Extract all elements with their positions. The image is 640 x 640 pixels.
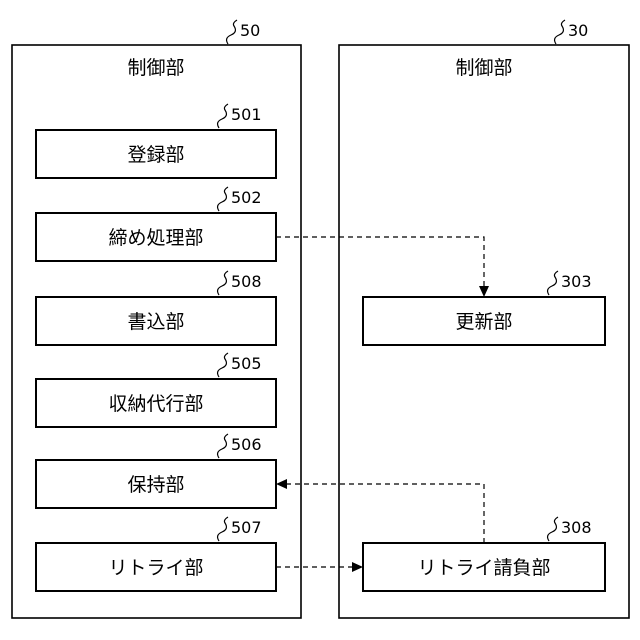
box-506-label: 保持部 — [127, 474, 184, 496]
box-303-ref: 303 — [561, 272, 592, 291]
panel-30-leader-line — [555, 20, 565, 44]
panel-50-title: 制御部 — [127, 57, 184, 79]
box-308-ref: 308 — [561, 518, 592, 537]
panel-30-ref: 30 — [568, 21, 588, 40]
panel-30-title: 制御部 — [455, 57, 512, 79]
box-508-ref: 508 — [231, 272, 262, 291]
box-308-label: リトライ請負部 — [417, 557, 550, 579]
box-506-ref: 506 — [231, 435, 262, 454]
box-501-ref: 501 — [231, 105, 262, 124]
box-507-ref: 507 — [231, 518, 262, 537]
panel-50-leader-line — [227, 20, 237, 44]
box-507-label: リトライ部 — [108, 557, 203, 579]
box-508-label: 書込部 — [127, 311, 184, 333]
box-505-ref: 505 — [231, 354, 262, 373]
box-501-label: 登録部 — [127, 144, 184, 166]
box-502-label: 締め処理部 — [108, 227, 203, 249]
box-502-ref: 502 — [231, 188, 262, 207]
box-303-label: 更新部 — [455, 311, 512, 333]
panel-50-ref: 50 — [240, 21, 260, 40]
box-505-label: 収納代行部 — [108, 393, 203, 415]
